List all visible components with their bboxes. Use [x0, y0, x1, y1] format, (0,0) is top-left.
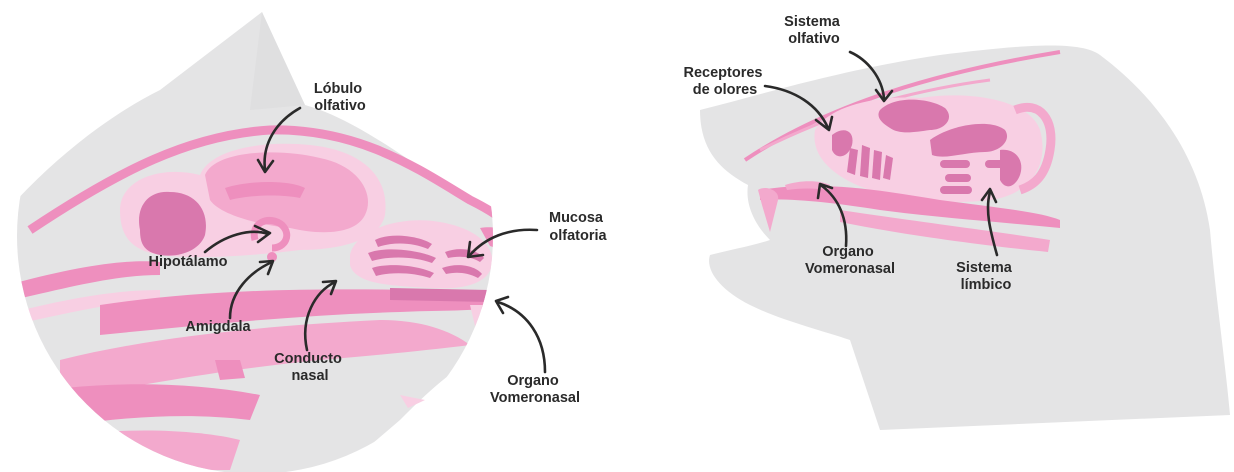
label-receptores-de-olores: Receptores de olores: [683, 65, 766, 98]
cat-vomeronasal-organ: [390, 288, 496, 302]
cat-head-illustration: [0, 12, 522, 472]
label-sistema-olfativo: Sistema olfativo: [784, 14, 844, 47]
label-sistema-limbico: Sistema límbico: [956, 260, 1016, 293]
label-lobulo-olfativo: Lóbulo olfativo: [314, 81, 366, 114]
cat-cerebellum: [139, 192, 206, 256]
cat-throat-band: [215, 360, 245, 380]
label-hipotalamo: Hipotálamo: [149, 254, 228, 270]
label-mucosa-olfatoria: Mucosa olfatoria: [549, 210, 608, 244]
cat-jaw-band: [40, 431, 240, 470]
label-organo-vomeronasal-cat: Organo Vomeronasal: [490, 373, 580, 406]
label-amigdala: Amigdala: [185, 319, 251, 335]
dog-head-illustration: [700, 46, 1230, 430]
